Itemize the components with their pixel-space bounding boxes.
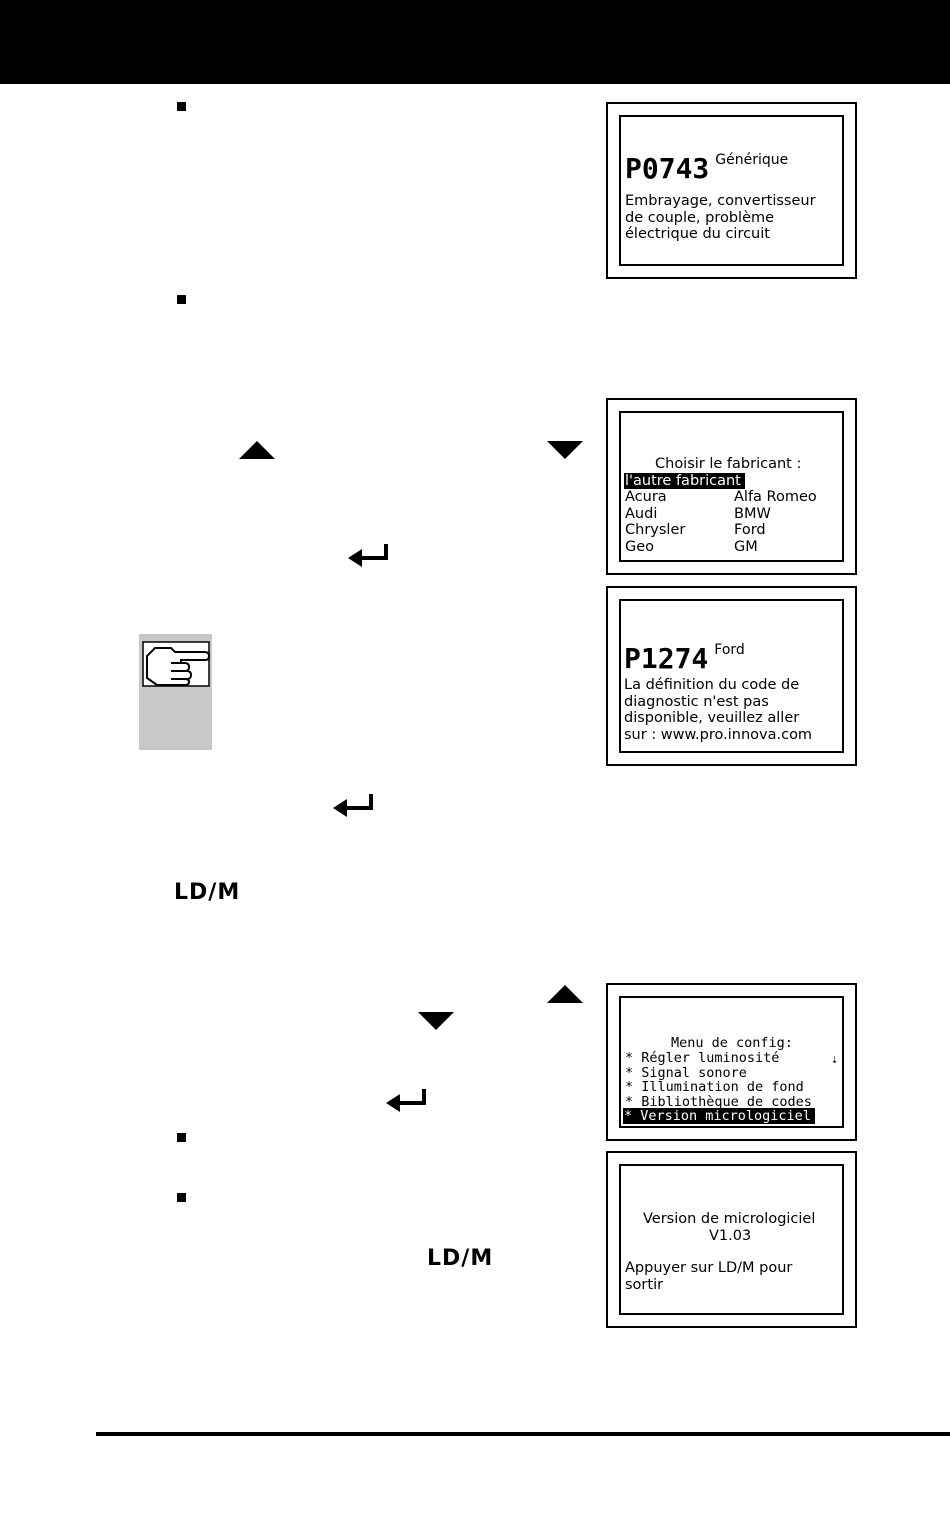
dtc-description-line: disponible, veuillez aller bbox=[624, 710, 800, 726]
menu-item: * Régler luminosité bbox=[625, 1050, 780, 1066]
screen-title: Choisir le fabricant : bbox=[655, 456, 802, 472]
bullet bbox=[177, 1133, 186, 1142]
up-arrow-icon bbox=[239, 441, 275, 459]
dtc-description-line: de couple, problème bbox=[625, 209, 775, 226]
screen-ford-code: P1274 Ford La définition du code de diagn… bbox=[606, 586, 857, 766]
screen-config-menu: Menu de config: * Régler luminosité * Si… bbox=[606, 983, 857, 1141]
down-arrow-icon bbox=[547, 441, 583, 459]
manufacturer-option: GM bbox=[734, 538, 758, 555]
bullet bbox=[177, 1193, 186, 1202]
up-arrow-icon bbox=[547, 985, 583, 1003]
dtc-type: Ford bbox=[714, 642, 745, 658]
instruction-line: sortir bbox=[625, 1276, 664, 1293]
screen-manufacturer-select: Choisir le fabricant : l'autre fabricant… bbox=[606, 398, 857, 575]
screen-title: Menu de config: bbox=[671, 1035, 793, 1051]
firmware-version: V1.03 bbox=[709, 1228, 752, 1244]
down-arrow-icon bbox=[418, 1012, 454, 1030]
footer-rule bbox=[96, 1432, 950, 1436]
menu-item: * Bibliothèque de codes bbox=[625, 1093, 812, 1110]
menu-item: * Signal sonore bbox=[625, 1064, 747, 1081]
screen-firmware-version: Version de micrologiciel V1.03 Appuyer s… bbox=[606, 1151, 857, 1328]
selected-menu-item: * Version micrologiciel bbox=[623, 1108, 815, 1124]
scroll-down-icon: ⇣ bbox=[831, 1052, 839, 1066]
manufacturer-option: BMW bbox=[734, 505, 771, 522]
enter-icon bbox=[348, 544, 388, 567]
header-bar bbox=[0, 0, 950, 84]
manufacturer-option: Geo bbox=[625, 538, 655, 555]
manufacturer-option: Alfa Romeo bbox=[734, 489, 817, 505]
dtc-code: P1274 bbox=[624, 642, 709, 675]
instruction-line: Appuyer sur LD/M pour bbox=[625, 1260, 793, 1276]
note-panel bbox=[139, 634, 212, 750]
enter-icon bbox=[333, 794, 373, 817]
bullet bbox=[177, 102, 186, 111]
manufacturer-option: Ford bbox=[734, 522, 766, 538]
manufacturer-option: Chrysler bbox=[625, 522, 686, 538]
dtc-description-line: La définition du code de bbox=[624, 677, 800, 693]
pointing-hand-icon bbox=[142, 641, 211, 687]
screen-title: Version de micrologiciel bbox=[643, 1211, 816, 1227]
enter-icon bbox=[386, 1089, 426, 1112]
dtc-description-line: sur : www.pro.innova.com bbox=[624, 726, 813, 743]
ldm-button-icon: LD/M bbox=[427, 1246, 494, 1271]
ldm-button-icon: LD/M bbox=[174, 880, 241, 905]
dtc-description-line: électrique du circuit bbox=[625, 226, 770, 242]
selected-option: l'autre fabricant bbox=[624, 473, 745, 489]
menu-item: * Illumination de fond bbox=[625, 1079, 804, 1095]
bullet bbox=[177, 295, 186, 304]
dtc-code: P0743 bbox=[625, 152, 710, 185]
manufacturer-option: Audi bbox=[625, 505, 658, 522]
dtc-description-line: Embrayage, convertisseur bbox=[625, 193, 816, 209]
manufacturer-option: Acura bbox=[625, 489, 667, 505]
dtc-type: Générique bbox=[715, 152, 789, 168]
dtc-description-line: diagnostic n'est pas bbox=[624, 693, 769, 710]
